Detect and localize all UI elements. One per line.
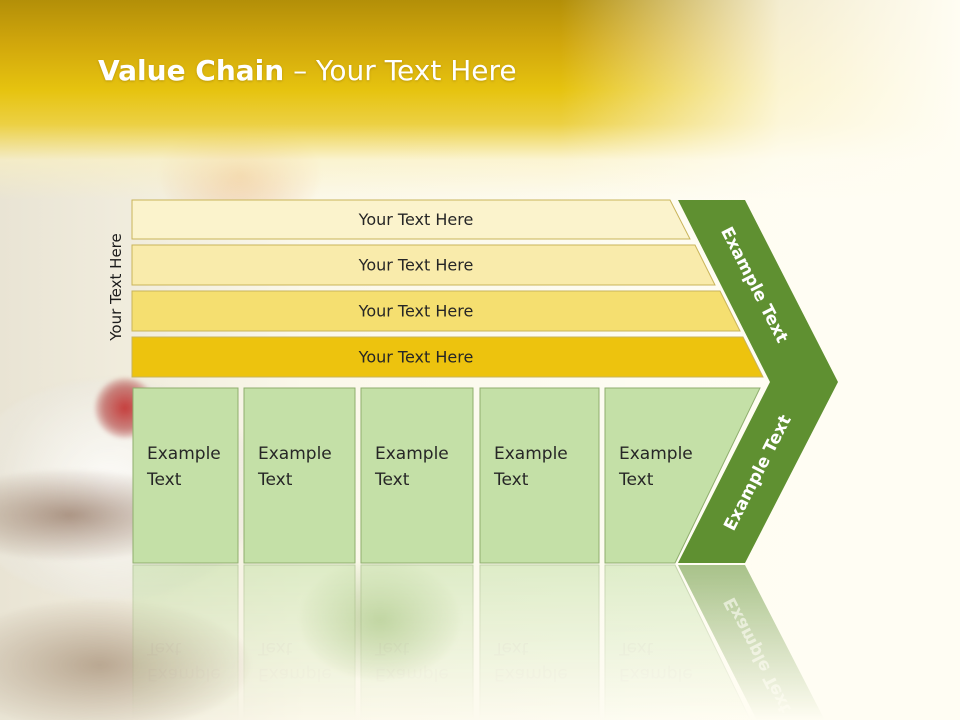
reflected-step-box-2-line1: Example bbox=[258, 664, 332, 684]
reflected-step-box-2 bbox=[243, 564, 356, 720]
step-box-4-line1: Example bbox=[494, 444, 568, 464]
step-box-1 bbox=[132, 387, 239, 564]
step-box-3-line2: Text bbox=[374, 470, 410, 490]
band-label-1: Your Text Here bbox=[358, 210, 474, 229]
band-3 bbox=[131, 290, 741, 332]
step-box-5 bbox=[604, 387, 761, 564]
reflected-step-box-5 bbox=[604, 564, 751, 720]
reflected-step-box-1-line1: Example bbox=[147, 664, 221, 684]
step-box-3-line1: Example bbox=[375, 444, 449, 464]
step-box-1-line1: Example bbox=[147, 444, 221, 464]
band-2 bbox=[131, 244, 716, 286]
reflected-step-box-4-line1: Example bbox=[494, 664, 568, 684]
chevron-shape bbox=[678, 200, 838, 563]
reflected-step-box-2-line2: Text bbox=[257, 638, 293, 658]
reflected-step-box-3-line2: Text bbox=[374, 638, 410, 658]
step-box-5-line2: Text bbox=[618, 470, 654, 490]
band-label-3: Your Text Here bbox=[358, 302, 474, 321]
band-label-2: Your Text Here bbox=[358, 256, 474, 275]
slide-title: Value Chain – Your Text Here bbox=[98, 54, 517, 87]
title-bold: Value Chain bbox=[98, 54, 285, 87]
band-4 bbox=[131, 336, 764, 378]
step-box-2 bbox=[243, 387, 356, 564]
step-box-3 bbox=[360, 387, 474, 564]
step-box-2-line2: Text bbox=[257, 470, 293, 490]
step-box-2-line1: Example bbox=[258, 444, 332, 464]
reflected-step-box-3 bbox=[360, 564, 474, 720]
reflected-step-box-1 bbox=[132, 564, 239, 720]
band-label-4: Your Text Here bbox=[358, 348, 474, 367]
title-rest: – Your Text Here bbox=[284, 54, 517, 87]
reflected-step-box-4 bbox=[479, 564, 600, 720]
reflected-chevron-shape bbox=[678, 565, 825, 720]
reflected-step-box-1-line2: Text bbox=[146, 638, 182, 658]
reflected-step-box-4-line2: Text bbox=[493, 638, 529, 658]
step-box-4 bbox=[479, 387, 600, 564]
step-box-4-line2: Text bbox=[493, 470, 529, 490]
reflected-step-box-5-line1: Example bbox=[619, 664, 693, 684]
reflected-step-box-3-line1: Example bbox=[375, 664, 449, 684]
step-box-5-line1: Example bbox=[619, 444, 693, 464]
step-box-1-line2: Text bbox=[146, 470, 182, 490]
reflected-step-box-5-line2: Text bbox=[618, 638, 654, 658]
band-1 bbox=[131, 199, 691, 240]
